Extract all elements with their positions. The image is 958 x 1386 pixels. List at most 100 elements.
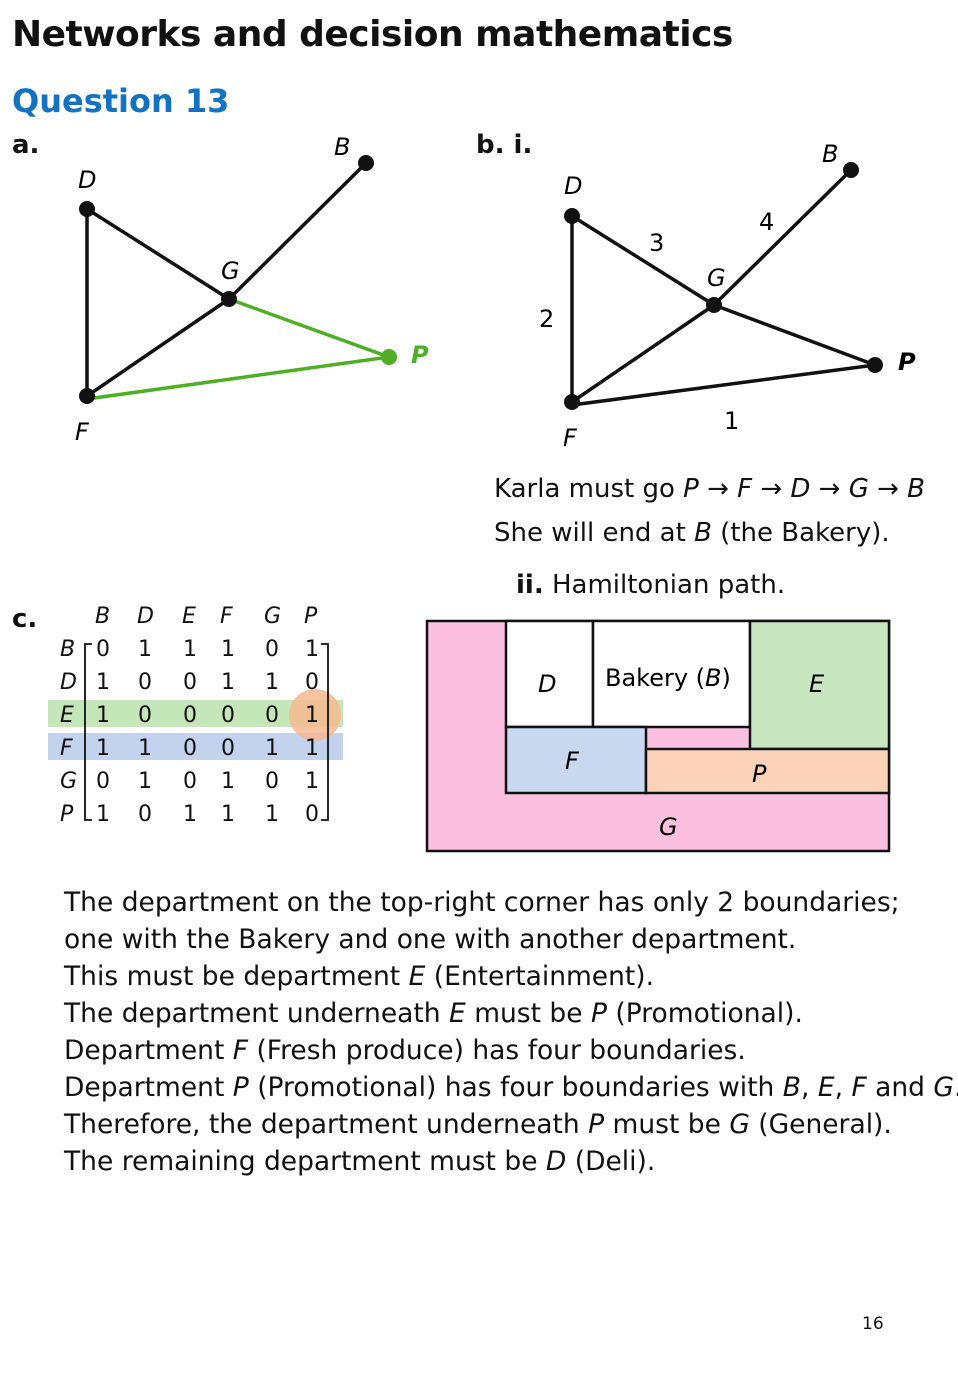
explanation-fragment: (Promotional). — [606, 998, 803, 1029]
explanation-fragment: (Fresh produce) has four boundaries. — [248, 1035, 746, 1066]
part-ii-text: Hamiltonian path. — [551, 570, 786, 600]
part-b-label: b. i. — [476, 130, 533, 160]
vertex-B — [843, 162, 859, 178]
matrix-cell: 0 — [305, 670, 319, 695]
matrix-cell: 1 — [221, 670, 235, 695]
edge-GB — [712, 168, 853, 307]
explanation-fragment: must be — [465, 998, 591, 1029]
matrix-cell: 1 — [221, 802, 235, 827]
matrix-cell: 0 — [221, 736, 235, 761]
explanation-letter: P — [588, 1109, 605, 1140]
explanation-letter: P — [232, 1072, 249, 1103]
left-bracket — [84, 643, 92, 821]
explanation-fragment: Department — [64, 1072, 233, 1103]
edge-DG — [86, 207, 230, 301]
floor-plan: D Bakery (B) E F P G — [425, 619, 891, 853]
explanation-line: The remaining department must be D (Deli… — [64, 1143, 958, 1180]
explanation-letter: F — [851, 1072, 867, 1103]
row-highlight-F — [48, 733, 343, 760]
explanation-letter: D — [545, 1146, 567, 1177]
route-end-vertex: B — [694, 518, 712, 548]
label-P: P — [898, 348, 916, 376]
explanation-fragment: and — [866, 1072, 934, 1103]
matrix-col-label: G — [264, 604, 282, 629]
matrix-cell: 1 — [221, 769, 235, 794]
label-F: F — [75, 418, 90, 446]
graph-b: D F G B P 3 4 2 1 — [539, 140, 916, 452]
matrix-cell: 0 — [96, 637, 110, 662]
matrix-cell: 1 — [305, 736, 319, 761]
matrix-cell: 1 — [96, 703, 110, 728]
matrix-cell: 1 — [138, 637, 152, 662]
region-D — [504, 619, 595, 729]
explanation-letter: B — [782, 1072, 801, 1103]
matrix-cell: 0 — [183, 703, 197, 728]
explanation-fragment: , — [834, 1072, 852, 1103]
explanation-letter: G — [729, 1109, 750, 1140]
matrix-cell: 0 — [183, 769, 197, 794]
explanation-fragment: Therefore, the department underneath — [64, 1109, 589, 1140]
vertex-B — [358, 155, 374, 171]
edge-DG — [571, 214, 715, 307]
label-D: D — [564, 172, 582, 200]
explanation-letter: E — [408, 961, 426, 992]
vertex-F — [79, 388, 95, 404]
explanation-line: The department underneath E must be P (P… — [64, 995, 958, 1032]
explanation-line: The department on the top-right corner h… — [64, 884, 958, 921]
region-F-label: F — [565, 747, 580, 775]
matrix-col-label: D — [137, 604, 154, 629]
vertex-F — [564, 394, 580, 410]
explanation-fragment: (Entertainment). — [425, 961, 655, 992]
explanation-fragment: Department — [64, 1035, 233, 1066]
bakery-label-vertex: B — [705, 664, 721, 692]
explanation-fragment: The department underneath — [64, 998, 450, 1029]
vertex-G — [221, 291, 237, 307]
part-a-label: a. — [12, 130, 40, 160]
route-prefix: Karla must go — [494, 474, 684, 504]
region-E-label: E — [809, 670, 825, 698]
edge-GP-highlight — [228, 297, 390, 359]
label-B: B — [334, 133, 350, 161]
explanation-fragment: This must be department — [64, 961, 409, 992]
matrix-brackets — [84, 643, 329, 821]
weight-GB: 4 — [759, 208, 774, 236]
matrix-cell: 1 — [265, 802, 279, 827]
label-G: G — [707, 264, 726, 292]
matrix-cell: 1 — [265, 736, 279, 761]
explanation-letter: E — [817, 1072, 835, 1103]
matrix-cell: 0 — [183, 670, 197, 695]
matrix-cell: 1 — [96, 802, 110, 827]
matrix-cell: 1 — [305, 703, 319, 728]
matrix-row-label: E — [60, 703, 74, 728]
matrix-cell: 1 — [138, 769, 152, 794]
label-P: P — [411, 341, 429, 369]
matrix-cell: 1 — [265, 670, 279, 695]
matrix-cell: 0 — [183, 736, 197, 761]
page-title: Networks and decision mathematics — [12, 14, 733, 55]
matrix-col-label: E — [182, 604, 196, 629]
matrix-cell: 0 — [221, 703, 235, 728]
part-c-label: c. — [12, 604, 38, 634]
region-G-label: G — [659, 813, 678, 841]
edge-FG — [86, 297, 230, 398]
explanation-line: This must be department E (Entertainment… — [64, 958, 958, 995]
explanation-fragment: The remaining department must be — [64, 1146, 546, 1177]
bakery-label-before: Bakery ( — [605, 664, 705, 692]
part-ii-label: ii. — [516, 570, 544, 600]
matrix-cell: 1 — [305, 769, 319, 794]
matrix-cell: 0 — [265, 769, 279, 794]
matrix-row-label: G — [60, 769, 78, 794]
matrix-cell: 0 — [96, 769, 110, 794]
explanation-letter: G — [933, 1072, 954, 1103]
region-P-label: P — [752, 760, 767, 788]
label-G: G — [221, 257, 240, 285]
explanation-line: one with the Bakery and one with another… — [64, 921, 958, 958]
matrix-col-label: F — [220, 604, 233, 629]
graph-a: D F G B P — [75, 133, 429, 446]
region-F — [504, 725, 648, 795]
label-B: B — [822, 140, 838, 168]
matrix-cell: 1 — [305, 637, 319, 662]
explanation-fragment: , — [800, 1072, 818, 1103]
matrix-cell: 1 — [183, 802, 197, 827]
